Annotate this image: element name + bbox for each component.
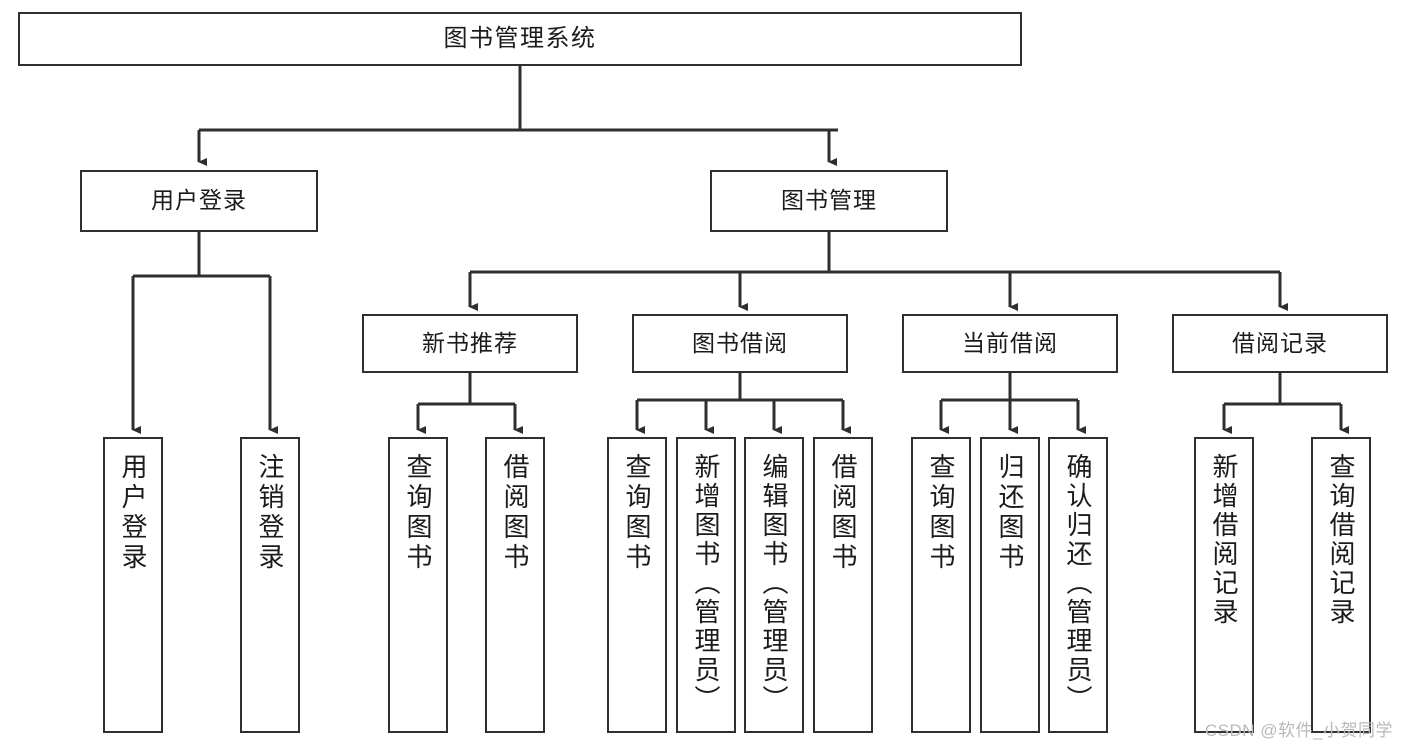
- node-label: 用户登录: [118, 453, 148, 573]
- node-label: 图书借阅: [692, 329, 788, 356]
- leaf-current-borrow-confirm-return-admin[interactable]: 确认归还（管理员）: [1048, 437, 1108, 733]
- leaf-current-borrow-query-book[interactable]: 查询图书: [911, 437, 971, 733]
- node-label: 当前借阅: [962, 329, 1058, 356]
- node-label: 确认归还（管理员）: [1063, 453, 1093, 714]
- leaf-new-book-borrow-book[interactable]: 借阅图书: [485, 437, 545, 733]
- node-current-borrow[interactable]: 当前借阅: [902, 314, 1118, 373]
- node-label: 新增图书（管理员）: [691, 453, 721, 714]
- node-label: 注销登录: [255, 453, 285, 573]
- node-label: 归还图书: [995, 453, 1025, 573]
- leaf-book-borrow-query-book[interactable]: 查询图书: [607, 437, 667, 733]
- node-label: 新增借阅记录: [1209, 453, 1239, 627]
- node-label: 图书管理系统: [443, 24, 597, 52]
- leaf-book-borrow-edit-book-admin[interactable]: 编辑图书（管理员）: [744, 437, 804, 733]
- leaf-user-login-login[interactable]: 用户登录: [103, 437, 163, 733]
- node-label: 图书管理: [781, 187, 877, 214]
- node-label: 查询图书: [622, 453, 652, 573]
- node-book-borrow[interactable]: 图书借阅: [632, 314, 848, 373]
- node-new-book-recommend[interactable]: 新书推荐: [362, 314, 578, 373]
- node-label: 查询借阅记录: [1326, 453, 1356, 627]
- leaf-borrow-record-query-record[interactable]: 查询借阅记录: [1311, 437, 1371, 733]
- node-label: 查询图书: [926, 453, 956, 573]
- node-label: 借阅图书: [828, 453, 858, 573]
- node-label: 新书推荐: [422, 329, 518, 356]
- node-label: 查询图书: [403, 453, 433, 573]
- node-root-book-management-system[interactable]: 图书管理系统: [18, 12, 1022, 66]
- node-user-login[interactable]: 用户登录: [80, 170, 318, 232]
- node-book-management[interactable]: 图书管理: [710, 170, 948, 232]
- csdn-watermark: CSDN @软件_小贺同学: [1204, 721, 1393, 740]
- leaf-borrow-record-add-record[interactable]: 新增借阅记录: [1194, 437, 1254, 733]
- node-label: 用户登录: [151, 187, 247, 214]
- leaf-book-borrow-borrow-book[interactable]: 借阅图书: [813, 437, 873, 733]
- leaf-user-login-logout[interactable]: 注销登录: [240, 437, 300, 733]
- leaf-book-borrow-add-book-admin[interactable]: 新增图书（管理员）: [676, 437, 736, 733]
- node-label: 借阅图书: [500, 453, 530, 573]
- node-label: 编辑图书（管理员）: [759, 453, 789, 714]
- leaf-new-book-query-book[interactable]: 查询图书: [388, 437, 448, 733]
- leaf-current-borrow-return-book[interactable]: 归还图书: [980, 437, 1040, 733]
- node-borrow-record[interactable]: 借阅记录: [1172, 314, 1388, 373]
- node-label: 借阅记录: [1232, 329, 1328, 356]
